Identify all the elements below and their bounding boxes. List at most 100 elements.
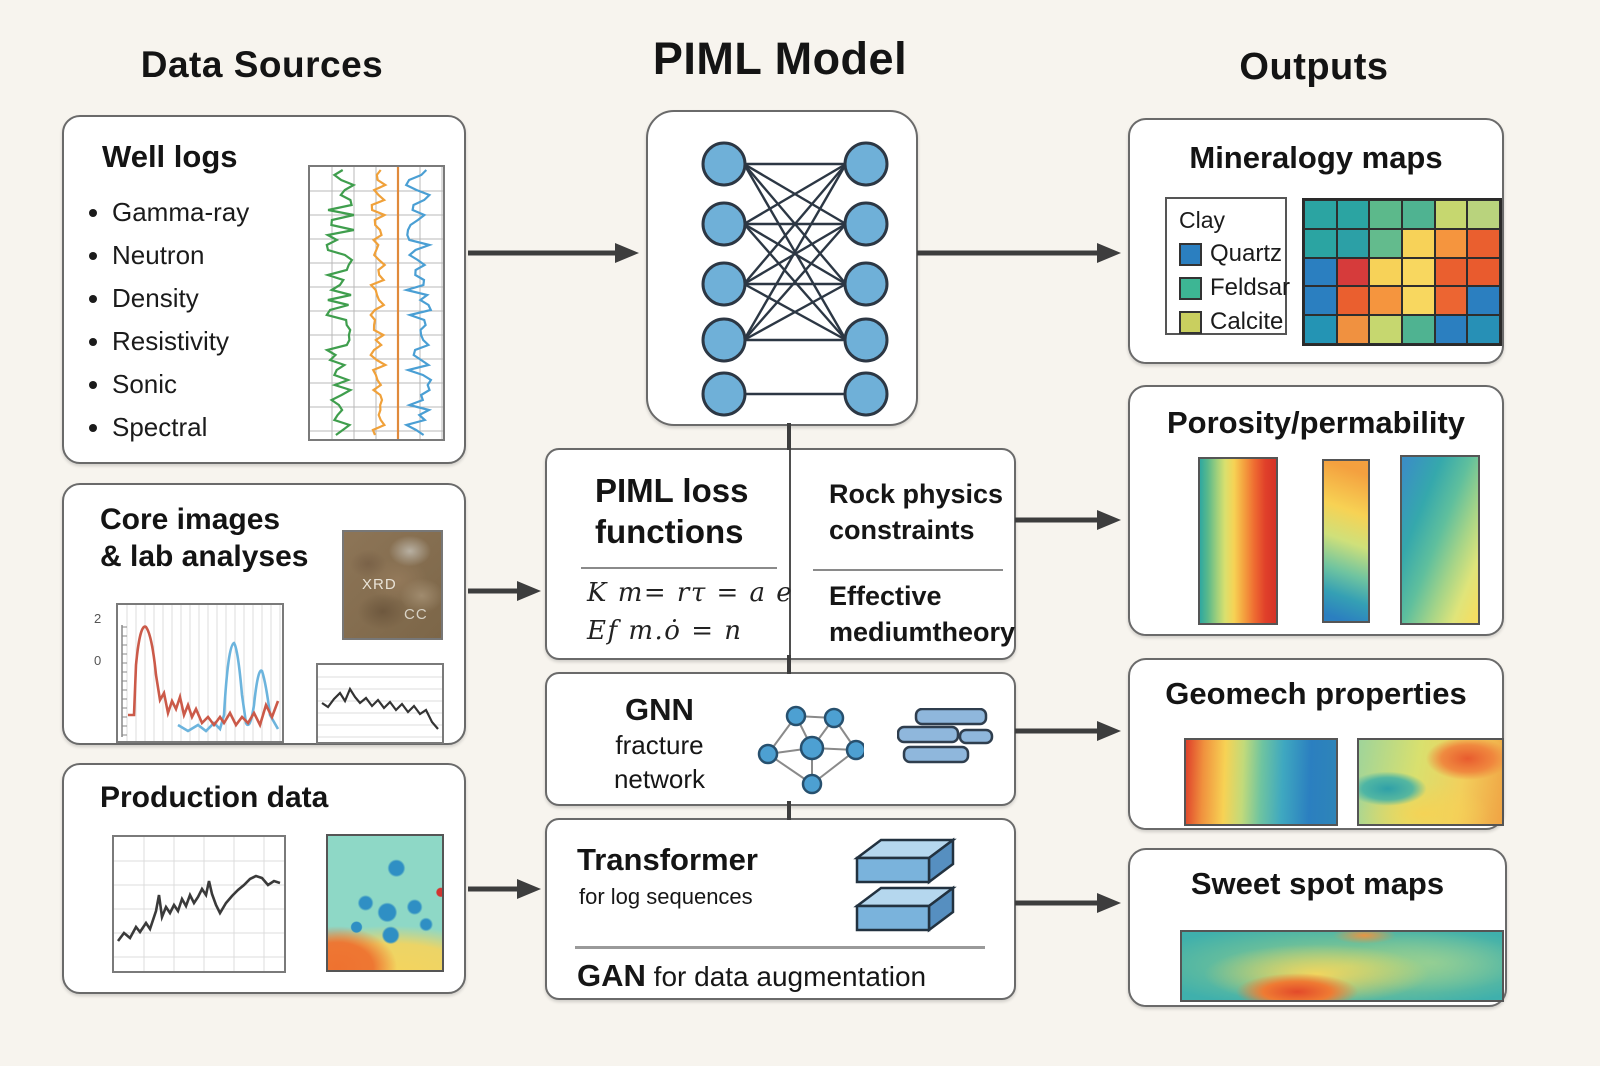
mineralogy-grid-cell [1402, 315, 1435, 344]
legend-label: Feldsar [1210, 274, 1291, 301]
column-header-outputs: Outputs [1239, 46, 1389, 88]
graph-network-icon [757, 705, 864, 795]
gnn-subtitle-2: network [613, 764, 706, 794]
mineralogy-grid-cell [1434, 228, 1468, 258]
well-logs-title: Well logs [102, 139, 238, 174]
piml-loss-title: PIML loss functions [595, 472, 749, 550]
legend-item: Calcite [1179, 308, 1285, 336]
core-photo-label-xrd: XRD [362, 576, 397, 593]
loss-left-rule [581, 567, 777, 569]
porosity-map-3 [1400, 455, 1480, 625]
mineralogy-grid-cell [1434, 286, 1468, 316]
mineralogy-grid-cell [1467, 286, 1500, 316]
mineralogy-grid-cell [1402, 228, 1435, 258]
porosity-title: Porosity/permability [1166, 405, 1466, 440]
porosity-box: Porosity/permability [1128, 385, 1504, 636]
mineralogy-grid-cell [1434, 257, 1468, 287]
sweet-spot-title: Sweet spot maps [1190, 866, 1445, 901]
neural-network-box [646, 110, 918, 426]
production-rate-chart [112, 835, 286, 973]
legend-label: Calcite [1210, 308, 1284, 335]
transformer-subtitle: for log sequences [579, 884, 753, 909]
gnn-subtitle-1: fracture [615, 730, 704, 760]
mineralogy-grid-cell [1336, 257, 1370, 287]
piml-loss-box: PIML loss functions K m= rτ = a e Ef m.ȯ… [545, 448, 1016, 660]
mineralogy-grid-cell [1467, 315, 1500, 344]
mineralogy-grid-cell [1369, 257, 1402, 287]
well-log-item: Resistivity [112, 320, 249, 363]
gan-text: for data augmentation [653, 961, 927, 992]
mineralogy-grid-cell [1402, 257, 1435, 287]
mineralogy-grid-cell [1304, 257, 1337, 287]
stacked-layers-icon [897, 708, 994, 764]
legend-title-clay: Clay [1179, 207, 1226, 233]
production-data-box: Production data [62, 763, 466, 994]
well-log-item: Neutron [112, 234, 249, 277]
loss-equation-1: K m= rτ = a e [587, 578, 794, 608]
legend-item: Quartz [1179, 240, 1285, 268]
well-log-item: Density [112, 277, 249, 320]
mineralogy-grid-cell [1336, 286, 1370, 316]
gnn-title: GNN [625, 692, 694, 727]
mineralogy-grid [1302, 198, 1502, 346]
mineralogy-grid-cell [1402, 200, 1435, 229]
mineralogy-grid-cell [1467, 200, 1500, 229]
core-images-title: Core images & lab analyses [100, 503, 309, 573]
core-photo-label-cc: CC [404, 606, 428, 623]
mineralogy-grid-cell [1369, 228, 1402, 258]
porosity-map-2 [1322, 459, 1370, 623]
mineralogy-grid-cell [1304, 228, 1337, 258]
mineralogy-grid-cell [1467, 257, 1500, 287]
gan-label: GAN [577, 958, 646, 993]
lab-mini-chart [316, 663, 444, 744]
gnn-label-block: GNN fracture network [577, 692, 742, 796]
mineralogy-grid-cell [1434, 200, 1468, 229]
mineralogy-grid-cell [1402, 286, 1435, 316]
transformer-divider [575, 946, 985, 949]
xrd-spectrum-chart [116, 603, 284, 743]
spectrum-ytick-2: 2 [94, 611, 102, 626]
transformer-blocks-icon [853, 837, 957, 933]
well-log-tracks-chart [308, 165, 445, 441]
mineralogy-grid-cell [1304, 315, 1337, 344]
neural-network-diagram [701, 141, 889, 417]
mineralogy-title: Mineralogy maps [1189, 140, 1443, 175]
mineralogy-grid-cell [1467, 228, 1500, 258]
geomech-box: Geomech properties [1128, 658, 1504, 830]
sweet-spot-map [1180, 930, 1504, 1002]
column-header-data-sources: Data Sources [140, 44, 384, 85]
sweet-spot-box: Sweet spot maps [1128, 848, 1507, 1007]
gnn-box: GNN fracture network [545, 672, 1016, 806]
transformer-title: Transformer [577, 842, 758, 877]
geomech-title: Geomech properties [1165, 676, 1467, 711]
core-photo-image: XRD CC [342, 530, 443, 640]
transformer-box: Transformer for log sequences GAN for da… [545, 818, 1016, 1000]
well-log-item: Spectral [112, 406, 249, 449]
loss-right-rule [813, 569, 1003, 571]
legend-label: Quartz [1210, 240, 1283, 267]
production-heatmap [326, 834, 444, 972]
mineralogy-grid-cell [1369, 200, 1402, 229]
mineralogy-grid-cell [1304, 200, 1337, 229]
mineralogy-grid-cell [1369, 286, 1402, 316]
legend-swatch [1179, 242, 1202, 266]
effective-medium-theory-label: Effective mediumtheory [829, 581, 1016, 647]
mineralogy-grid-cell [1336, 228, 1370, 258]
legend-swatch [1179, 276, 1202, 300]
geomech-map-2 [1357, 738, 1504, 826]
mineralogy-grid-cell [1369, 315, 1402, 344]
loss-box-divider [789, 450, 791, 658]
mineralogy-grid-cell [1304, 286, 1337, 316]
legend-item: Feldsar [1179, 274, 1290, 302]
mineralogy-grid-cell [1336, 200, 1370, 229]
mineralogy-grid-cell [1336, 315, 1370, 344]
well-logs-box: Well logs Gamma-rayNeutronDensityResisti… [62, 115, 466, 464]
well-log-item: Sonic [112, 363, 249, 406]
legend-swatch [1179, 310, 1202, 334]
core-images-box: Core images & lab analyses 2 0 XRD CC [62, 483, 466, 745]
column-header-piml-model: PIML Model [652, 33, 908, 84]
